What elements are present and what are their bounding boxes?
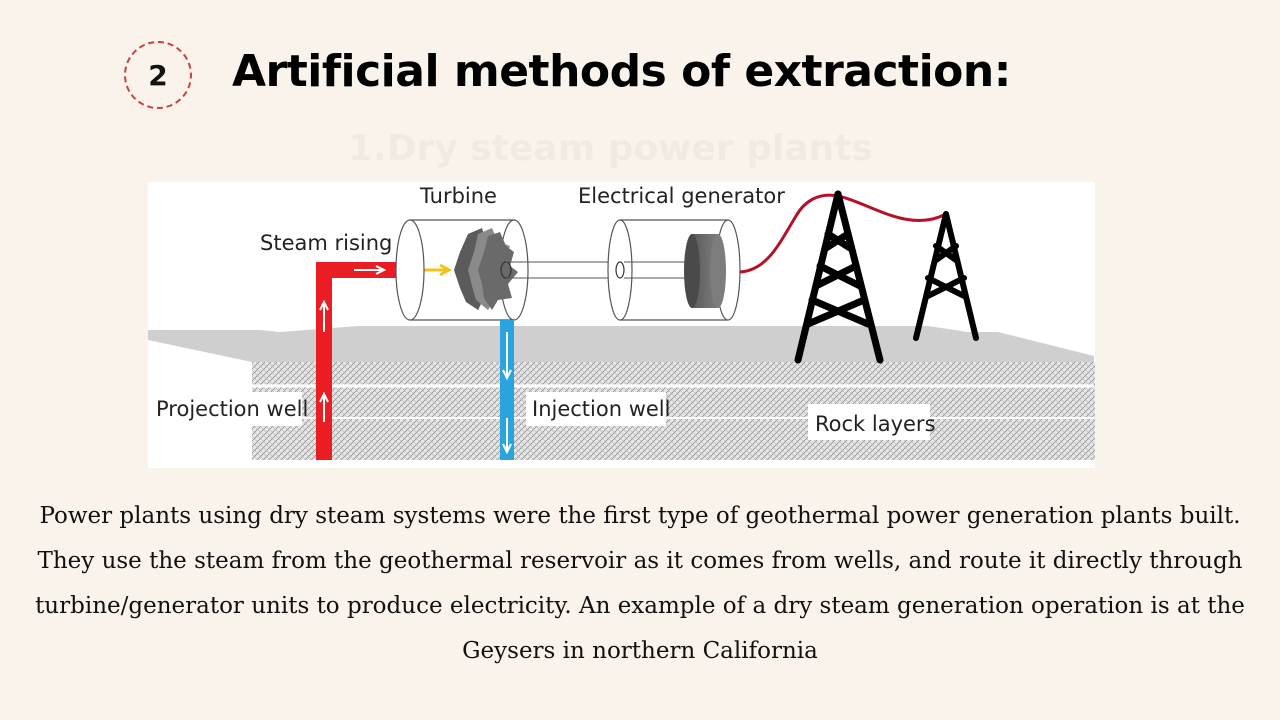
projection-well-label: Projection well [156, 397, 308, 421]
transmission-tower-large [794, 190, 884, 364]
turbine-label: Turbine [419, 184, 497, 208]
generator-label: Electrical generator [578, 184, 785, 208]
injection-well-pipe [500, 320, 514, 460]
rock-layers [252, 362, 1095, 460]
slide-number: 2 [148, 58, 168, 92]
turbine [395, 219, 529, 321]
faded-heading: 1.Dry steam power plants [348, 128, 873, 169]
electrical-generator [607, 219, 741, 321]
ground-surface [148, 326, 1094, 362]
transmission-tower-small [913, 211, 979, 341]
rock-layers-label: Rock layers [815, 412, 936, 436]
steam-rising-label: Steam rising [260, 231, 392, 255]
description-text: Power plants using dry steam systems wer… [35, 503, 1245, 664]
slide-title: Artificial methods of extraction: [232, 46, 1011, 97]
slide-number-badge: 2 [124, 41, 192, 109]
projection-well-pipe [316, 262, 416, 460]
injection-well-label: Injection well [532, 397, 670, 421]
power-line [739, 193, 947, 274]
dry-steam-diagram: Turbine Electrical generator Steam risin… [148, 182, 1095, 468]
